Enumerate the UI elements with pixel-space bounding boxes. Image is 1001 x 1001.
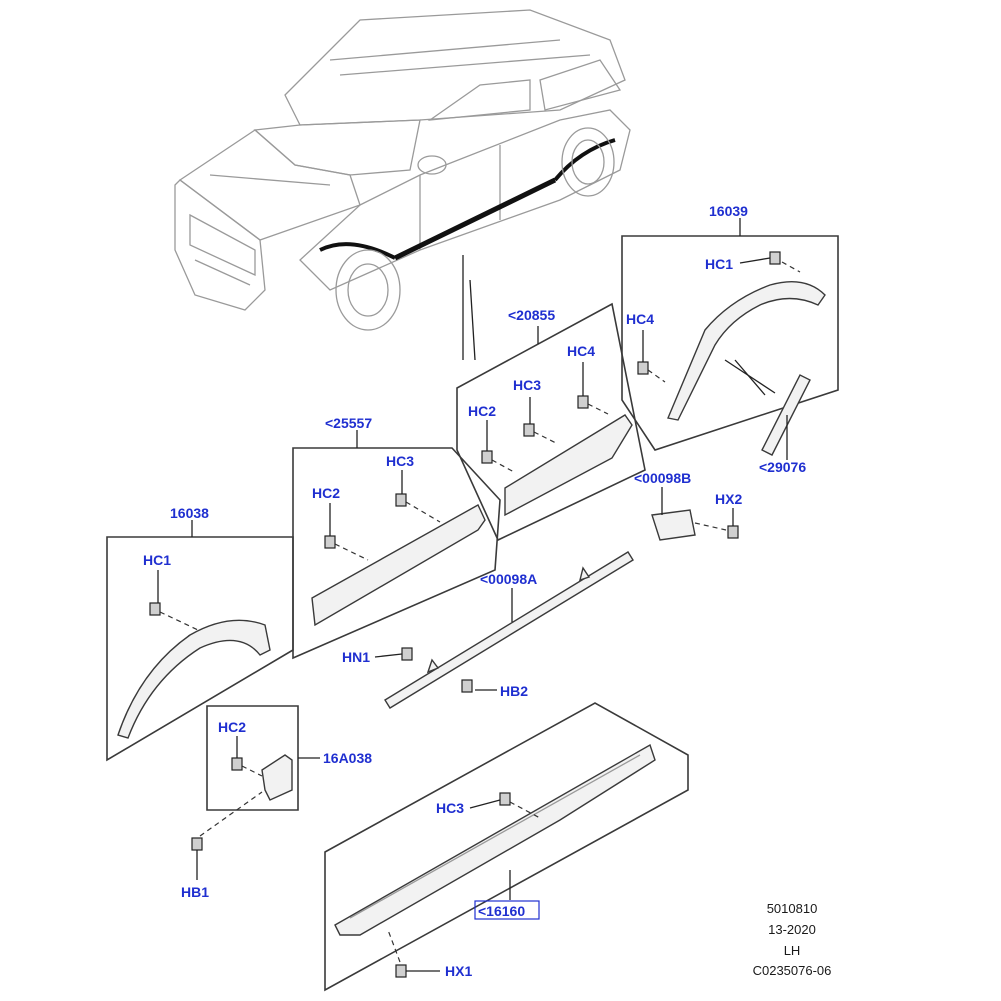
label-hn1: HN1 (342, 649, 370, 665)
front-door-moulding-25557 (311, 504, 486, 627)
reference-line-2: 13-2020 (768, 922, 816, 937)
label-hc1-a: HC1 (705, 256, 733, 272)
label-hc2-b: HC2 (312, 485, 340, 501)
clip-hc3-c (499, 792, 511, 806)
rear-wheel-arch-16039 (667, 281, 826, 421)
reference-line-4: C0235076-06 (753, 963, 832, 978)
label-16039: 16039 (709, 203, 748, 219)
frame-16A038 (206, 705, 299, 811)
sill-rail-00098A (384, 551, 634, 709)
front-wheel-arch-16038 (117, 619, 271, 739)
label-16160-box (474, 900, 540, 920)
frame-16160 (324, 702, 689, 992)
label-hc4-a: HC4 (626, 311, 654, 327)
sill-cover-16160 (334, 743, 656, 936)
label-hc2-a: HC2 (468, 403, 496, 419)
clip-hn1 (401, 647, 413, 661)
label-00098A: <00098A (480, 571, 537, 587)
label-hc3-a: HC3 (513, 377, 541, 393)
label-29076: <29076 (759, 459, 806, 475)
clip-hb1 (191, 837, 203, 851)
label-16160: <16160 (478, 903, 525, 919)
label-00098B: <00098B (634, 470, 691, 486)
label-hx2: HX2 (715, 491, 742, 507)
clip-hc3-b (395, 493, 407, 507)
clip-hc1-b (149, 602, 161, 616)
clip-hc2-a (481, 450, 493, 464)
label-hc1-b: HC1 (143, 552, 171, 568)
clip-hb2 (461, 679, 473, 693)
label-hx1: HX1 (445, 963, 472, 979)
reference-line-3: LH (784, 943, 801, 958)
clip-hc3-a (523, 423, 535, 437)
rear-door-moulding-20855 (504, 414, 633, 517)
label-hc3-c: HC3 (436, 800, 464, 816)
mud-flap-16A038 (261, 754, 293, 801)
label-25557: <25557 (325, 415, 372, 431)
frame-16038 (106, 520, 294, 762)
clip-hc4-a (637, 361, 649, 375)
clip-hc2-b (324, 535, 336, 549)
label-20855: <20855 (508, 307, 555, 323)
label-hb1: HB1 (181, 884, 209, 900)
clip-hc4-b (577, 395, 589, 409)
bracket-00098B (651, 509, 696, 541)
label-hc2-c: HC2 (218, 719, 246, 735)
clip-hx2 (727, 525, 739, 539)
frame-20855 (456, 302, 646, 542)
clip-hc1-a (769, 251, 781, 265)
clip-hc2-c (231, 757, 243, 771)
trim-29076 (761, 374, 811, 456)
label-hb2: HB2 (500, 683, 528, 699)
vehicle-illustration (174, 9, 631, 331)
label-16038: 16038 (170, 505, 209, 521)
label-hc3-b: HC3 (386, 453, 414, 469)
label-16A038: 16A038 (323, 750, 372, 766)
clip-hx1 (395, 964, 407, 978)
label-hc4-b: HC4 (567, 343, 595, 359)
frame-16039 (621, 218, 839, 451)
reference-line-1: 5010810 (767, 901, 818, 916)
